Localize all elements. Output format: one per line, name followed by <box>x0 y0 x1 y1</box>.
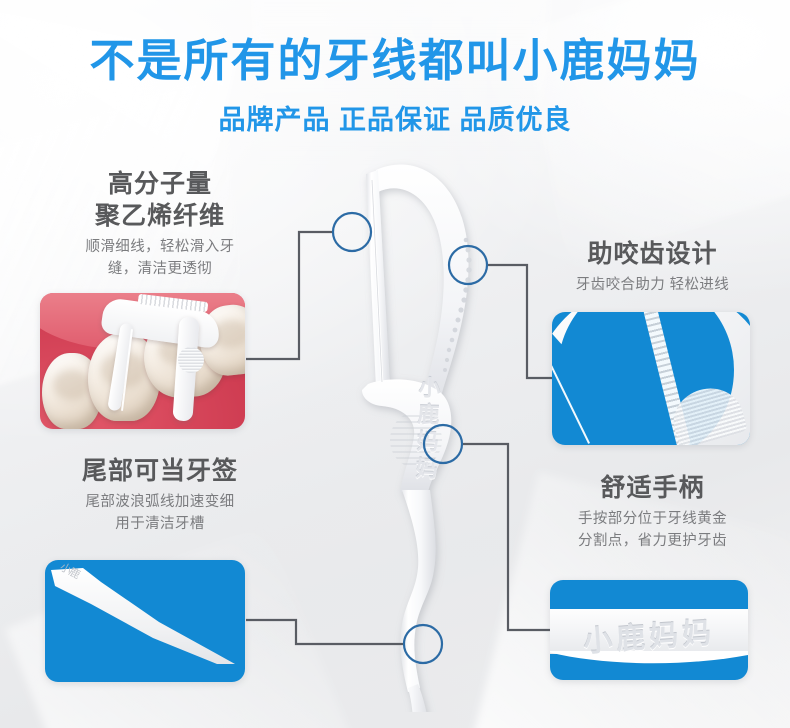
feature-desc-line1: 尾部波浪弧线加速变细 <box>85 494 235 510</box>
feature-title-line2: 聚乙烯纤维 <box>94 202 225 230</box>
feature-description: 尾部波浪弧线加速变细 用于清洁牙槽 <box>25 492 295 536</box>
feature-desc-line1: 顺滑细线，轻松滑入牙 <box>85 239 235 255</box>
floss-pick-in-mouth <box>100 293 222 425</box>
feature-description: 牙齿咬合助力 轻松进线 <box>575 277 730 293</box>
feature-description: 手按部分位于牙线黄金 分割点，省力更护牙齿 <box>520 509 785 553</box>
feature-title: 尾部可当牙签 <box>81 457 238 485</box>
media-card-tapered-tail-closeup: 小鹿 <box>45 560 245 682</box>
feature-bite-teeth-design: 助咬齿设计 牙齿咬合助力 轻松进线 <box>520 238 785 297</box>
feature-desc-line2: 缝，清洁更透彻 <box>107 260 213 277</box>
feature-title: 助咬齿设计 <box>587 240 718 268</box>
page-subheadline: 品牌产品 正品保证 品质优良 <box>218 105 572 135</box>
media-card-teeth-floss-photo <box>40 293 245 429</box>
feature-title-line1: 高分子量 <box>107 170 212 198</box>
feature-polymer-fiber: 高分子量 聚乙烯纤维 顺滑细线，轻松滑入牙 缝，清洁更透彻 <box>25 168 295 281</box>
feature-comfort-handle: 舒适手柄 手按部分位于牙线黄金 分割点，省力更护牙齿 <box>520 472 785 553</box>
feature-title: 舒适手柄 <box>600 474 705 502</box>
feature-desc-line2: 分割点，省力更护牙齿 <box>578 532 727 549</box>
feature-tail-as-toothpick: 尾部可当牙签 尾部波浪弧线加速变细 用于清洁牙槽 <box>25 455 295 536</box>
feature-description: 顺滑细线，轻松滑入牙 缝，清洁更透彻 <box>25 237 295 281</box>
media-card-bite-teeth-closeup <box>552 312 750 445</box>
feature-desc-line2: 用于清洁牙槽 <box>115 515 205 532</box>
page-headline: 不是所有的牙线都叫小鹿妈妈 <box>89 35 701 86</box>
feature-title: 高分子量 聚乙烯纤维 <box>25 168 295 232</box>
product-floss-pick-image: 小鹿妈妈 <box>316 140 506 728</box>
media-card-handle-brand-band: 小鹿妈妈 <box>550 580 748 680</box>
thumb-grip-hatch <box>178 347 204 373</box>
handle-embossed-brand: 小鹿妈妈 <box>412 375 441 485</box>
handle-white-band <box>550 606 748 654</box>
feature-desc-line1: 手按部分位于牙线黄金 <box>578 511 727 527</box>
tapered-tail: 小鹿 <box>49 561 241 676</box>
